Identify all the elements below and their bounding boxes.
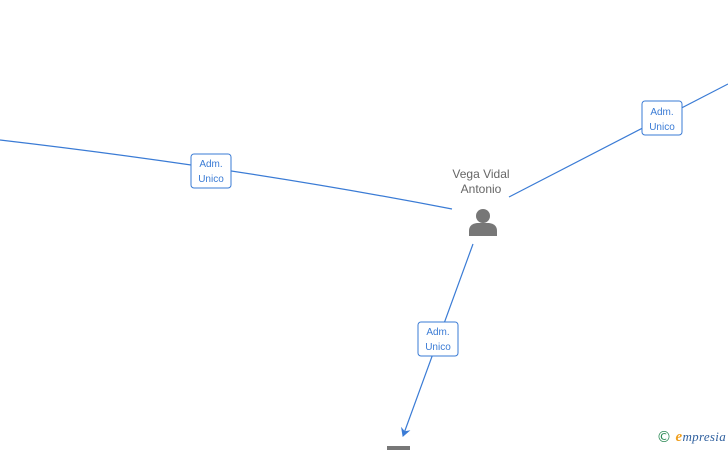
brand-logo-rest: mpresia xyxy=(682,429,726,444)
edge-label-bottom[interactable]: Adm. Unico xyxy=(417,321,459,357)
copyright-symbol: © xyxy=(656,428,672,446)
edge-label-top-right-line1: Adm. xyxy=(650,107,673,118)
edge-line-left xyxy=(0,139,453,210)
edge-label-top-right[interactable]: Adm. Unico xyxy=(641,100,683,136)
watermark: © empresia xyxy=(657,429,726,446)
brand-logo: empresia xyxy=(676,429,726,446)
person-node-center[interactable]: Vega Vidal Antonio xyxy=(452,167,510,236)
edge-label-left[interactable]: Adm. Unico xyxy=(190,153,232,189)
person-node-name-line2: Antonio xyxy=(461,182,502,196)
edge-label-bottom-line1: Adm. xyxy=(426,327,449,338)
edge-label-bottom-line2: Unico xyxy=(425,342,451,353)
edge-label-left-line2: Unico xyxy=(198,174,224,185)
company-node-bottom[interactable] xyxy=(387,446,410,450)
brand-logo-initial: e xyxy=(675,429,683,445)
edge-line-top-right xyxy=(508,83,728,198)
edge-label-top-right-line2: Unico xyxy=(649,122,675,133)
person-node-name-line1: Vega Vidal xyxy=(452,167,509,181)
edge-label-left-line1: Adm. xyxy=(199,159,222,170)
person-icon xyxy=(469,209,497,236)
company-icon xyxy=(387,446,410,450)
